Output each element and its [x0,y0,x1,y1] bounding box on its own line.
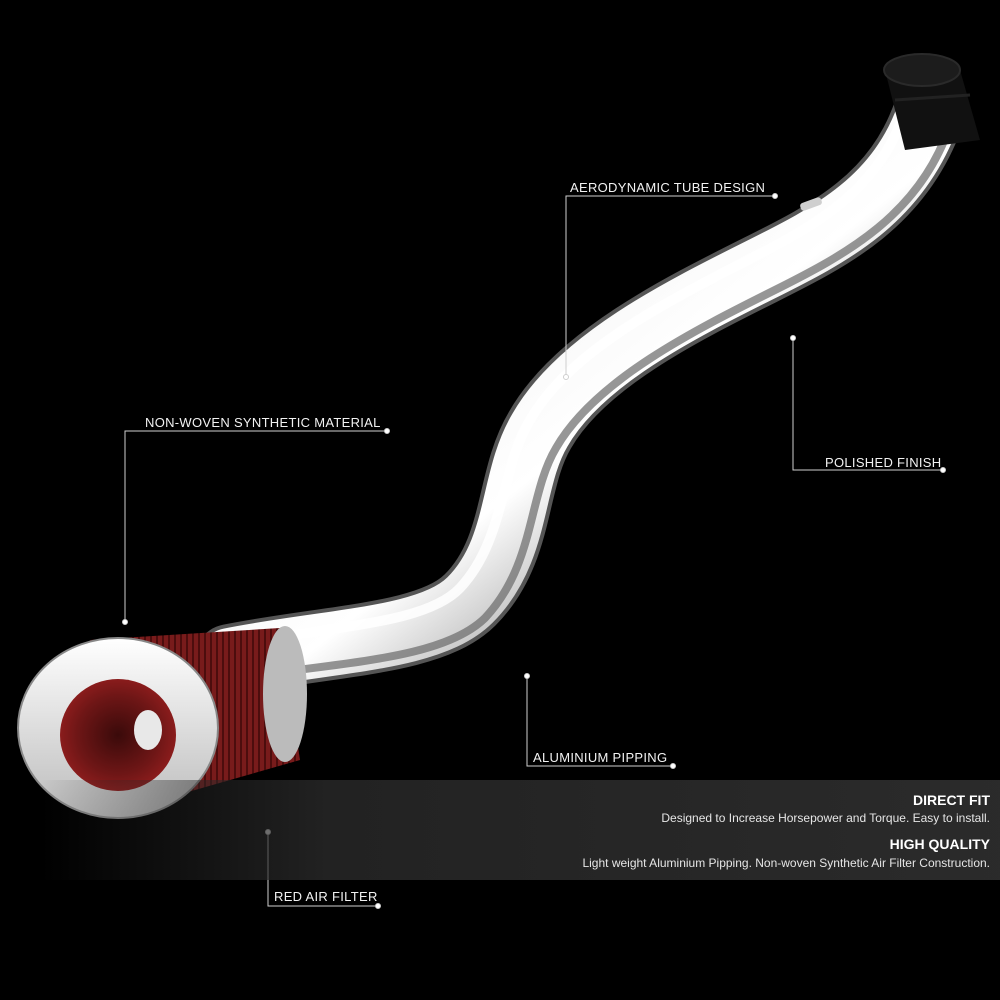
feature-banner: DIRECT FIT Designed to Increase Horsepow… [40,780,1000,880]
feature-desc-high-quality: Light weight Aluminium Pipping. Non-wove… [582,856,990,870]
callout-aluminium-pipping: ALUMINIUM PIPPING [533,750,668,765]
aluminium-pipe [194,74,966,696]
callout-non-woven-synthetic-material: NON-WOVEN SYNTHETIC MATERIAL [145,415,381,430]
feature-title-high-quality: HIGH QUALITY [889,836,990,852]
air-filter [17,626,307,819]
feature-desc-direct-fit: Designed to Increase Horsepower and Torq… [661,811,990,825]
callout-lines [122,193,946,909]
callout-polished-finish: POLISHED FINISH [825,455,942,470]
feature-title-direct-fit: DIRECT FIT [913,792,990,808]
callout-red-air-filter: RED AIR FILTER [274,889,378,904]
callout-aerodynamic-tube-design: AERODYNAMIC TUBE DESIGN [570,180,766,195]
silicone-coupler [883,53,980,150]
